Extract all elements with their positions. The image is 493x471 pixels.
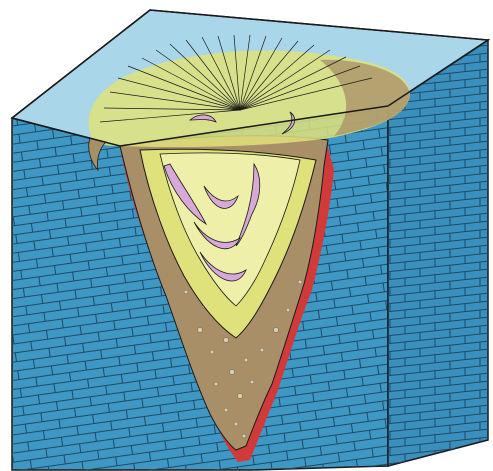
block-diagram [0, 0, 493, 471]
diagram-stage [0, 0, 493, 471]
